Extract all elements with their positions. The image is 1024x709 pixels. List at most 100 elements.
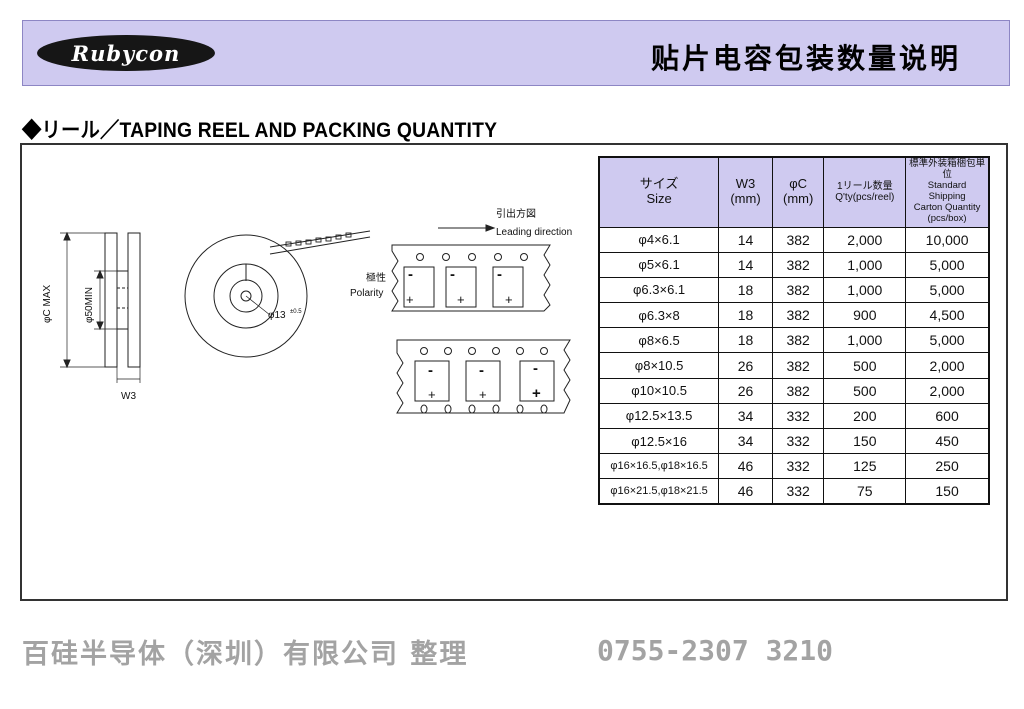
cell-c: 382 [771,226,825,253]
cell-w3: 18 [718,302,773,329]
minus-mark: - [479,362,484,379]
table-row: φ12.5×16 34 332 150 450 [598,427,990,455]
plus-mark: + [505,292,513,307]
section-title: ◆リール／TAPING REEL AND PACKING QUANTITY [22,119,498,142]
header-w3: W3 (mm) [718,156,773,228]
header-size-en: Size [646,191,672,207]
label-c-max: φC MAX [42,285,53,323]
header-c-label: φC [789,176,808,192]
cell-w3: 46 [718,453,773,480]
label-hub-diameter: φ13 [268,310,286,321]
cell-c: 382 [771,352,825,379]
minus-mark: - [450,266,455,283]
cell-w3: 14 [718,226,773,253]
reel-tape-pockets [285,232,352,247]
reel-diagram: φC MAX φ50MIN W3 φ13 ±0.5 引出方図 Leading d… [42,207,572,414]
table-row: φ5×6.1 14 382 1,000 5,000 [598,251,990,278]
cell-qty: 900 [823,302,907,329]
carrier-tape-lower [396,339,571,414]
cell-size: φ8×10.5 [598,352,720,379]
cell-carton: 2,000 [905,352,990,379]
cell-qty: 125 [823,453,907,480]
cell-size: φ12.5×13.5 [598,402,720,430]
cell-qty: 200 [823,402,907,430]
cell-size: φ10×10.5 [598,377,720,404]
footer-company: 百硅半导体（深圳）有限公司 整理 [22,639,469,670]
cell-c: 382 [771,302,825,329]
cell-carton: 5,000 [905,276,990,304]
cell-carton: 150 [905,478,990,505]
cell-c: 382 [771,327,825,354]
cell-size: φ12.5×16 [598,427,720,455]
minus-mark: - [497,266,502,283]
label-polarity-jp: 極性 [366,271,386,284]
minus-mark: - [428,362,433,379]
cell-c: 332 [771,453,825,480]
cell-size: φ5×6.1 [598,251,720,278]
cell-w3: 34 [718,402,773,430]
cell-c: 332 [771,478,825,505]
cell-size: φ6.3×8 [598,302,720,329]
plus-mark: + [479,387,487,402]
table-row: φ4×6.1 14 382 2,000 10,000 [598,226,990,253]
header-carton-quantity: 標準外装箱梱包単位 Standard Shipping Carton Quant… [905,156,990,228]
cell-size: φ8×6.5 [598,327,720,354]
header-size-jp: サイズ [639,176,679,192]
cell-w3: 34 [718,427,773,455]
minus-mark: - [408,266,413,283]
carrier-tape-upper [391,244,551,312]
table-row: φ8×6.5 18 382 1,000 5,000 [598,327,990,354]
table-row: φ12.5×13.5 34 332 200 600 [598,402,990,430]
table-row: φ16×21.5,φ18×21.5 46 332 75 150 [598,478,990,505]
cell-size: φ16×16.5,φ18×16.5 [598,453,720,480]
header-carton-jp: 標準外装箱梱包単位 [909,158,986,181]
cell-c: 332 [771,402,825,430]
label-hub-tolerance: ±0.5 [290,309,302,315]
cell-carton: 450 [905,427,990,455]
reel-front-view [184,230,371,358]
table-row: φ6.3×8 18 382 900 4,500 [598,302,990,329]
cell-w3: 26 [718,377,773,404]
cell-carton: 5,000 [905,251,990,278]
cell-w3: 14 [718,251,773,278]
cell-w3: 18 [718,276,773,304]
table-row: φ8×10.5 26 382 500 2,000 [598,352,990,379]
label-pull-direction-jp: 引出方図 [496,207,536,220]
cell-c: 332 [771,427,825,455]
header-w3-unit: (mm) [730,191,761,207]
footer-phone: 0755-2307 3210 [597,634,834,667]
cell-carton: 250 [905,453,990,480]
header-c-unit: (mm) [782,191,814,207]
packing-quantity-table: サイズ Size W3 (mm) φC (mm) 1リール数量 Q'ty(pcs… [598,156,990,506]
cell-carton: 2,000 [905,377,990,404]
cell-carton: 600 [905,402,990,430]
cell-qty: 500 [823,352,907,379]
cell-c: 382 [771,251,825,278]
plus-mark: + [457,292,465,307]
cell-size: φ4×6.1 [598,226,720,253]
table-row: φ6.3×6.1 18 382 1,000 5,000 [598,276,990,304]
cell-carton: 4,500 [905,302,990,329]
cell-c: 382 [771,377,825,404]
reel-side-view [60,231,141,383]
cell-qty: 1,000 [823,327,907,354]
cell-w3: 18 [718,327,773,354]
cell-qty: 150 [823,427,907,455]
plus-mark: + [406,292,414,307]
cell-size: φ16×21.5,φ18×21.5 [598,478,720,505]
minus-mark: - [533,360,538,377]
table-row: φ16×16.5,φ18×16.5 46 332 125 250 [598,453,990,480]
cell-w3: 46 [718,478,773,505]
cell-carton: 10,000 [905,226,990,253]
label-50-min: φ50MIN [84,287,95,323]
cell-qty: 2,000 [823,226,907,253]
cell-qty: 500 [823,377,907,404]
rubycon-logo: Rubycon [37,35,215,71]
header-qty-jp: 1リール数量 [837,180,893,192]
cell-qty: 1,000 [823,276,907,304]
header-reel-quantity: 1リール数量 Q'ty(pcs/reel) [823,156,907,228]
header-diameter-c: φC (mm) [771,156,825,228]
cell-qty: 75 [823,478,907,505]
table-header-row: サイズ Size W3 (mm) φC (mm) 1リール数量 Q'ty(pcs… [598,156,990,228]
page-title: 贴片电容包装数量说明 [650,42,961,75]
